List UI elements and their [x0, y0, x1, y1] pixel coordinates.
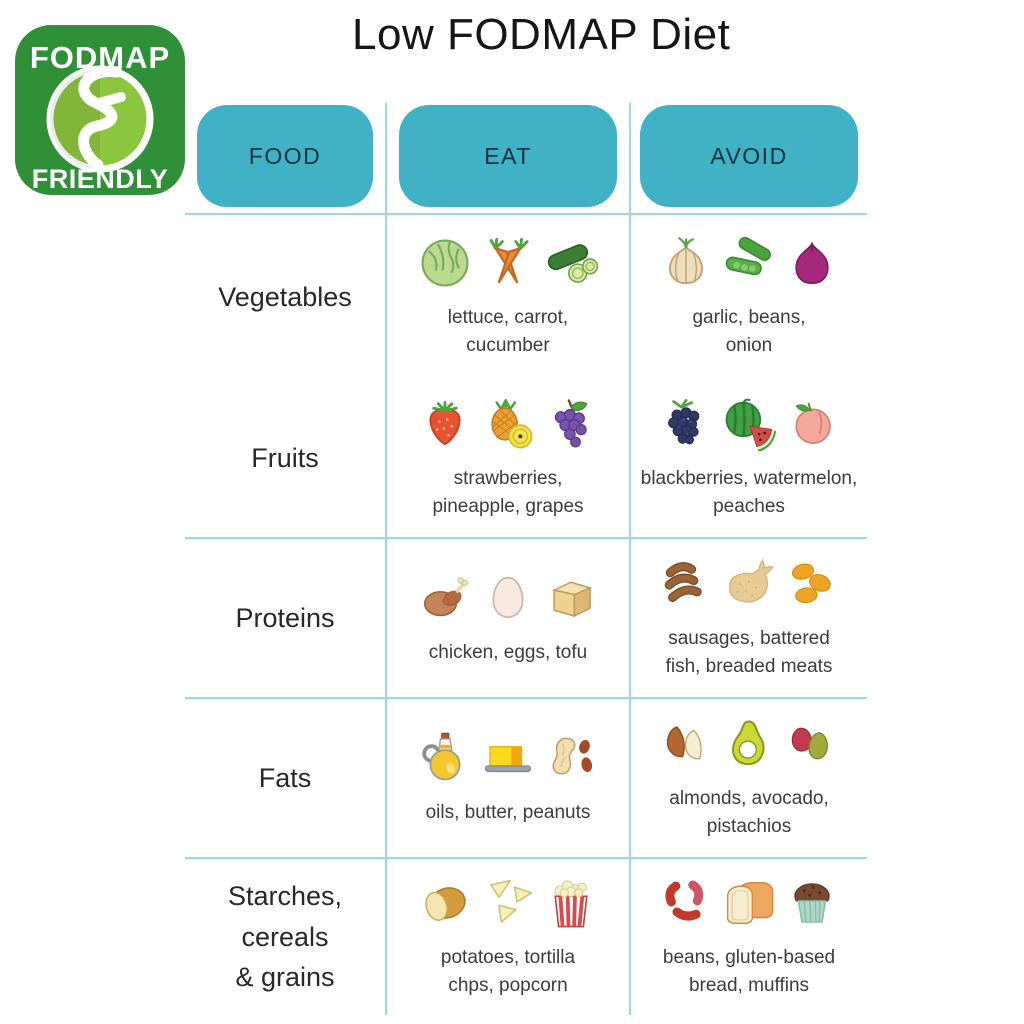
row-label-proteins: Proteins [235, 602, 335, 633]
proteins-eat-cell: chicken, eggs, tofu [385, 537, 629, 697]
eat-header-label: EAT [484, 142, 532, 169]
fruits-avoid-caption: blackberries, watermelon, peaches [640, 468, 858, 517]
logo-gut-squiggle [78, 66, 123, 171]
pineapple-icon [481, 397, 535, 451]
proteins-avoid-caption: sausages, battered fish, breaded meats [665, 627, 833, 677]
proteins-eat-icons [418, 570, 598, 626]
row-label-fats: Fats [258, 762, 312, 793]
row-starches-label-cell: Starches, cereals & grains [185, 857, 385, 1015]
diet-table: FOOD EAT AVOID Vegetables lettuce, carro… [185, 103, 867, 1015]
popcorn-icon [544, 876, 598, 930]
row-fats-label-cell: Fats [185, 697, 385, 857]
muffin-icon [785, 876, 839, 930]
almonds-icon [659, 717, 713, 771]
strawberry-icon [418, 397, 472, 451]
cucumber-icon [544, 236, 598, 290]
row-label-vegetables: Vegetables [218, 282, 352, 313]
oil-icon [418, 731, 472, 785]
starches-avoid-cell: beans, gluten-based bread, muffins [629, 857, 867, 1015]
food-header-pill: FOOD [197, 105, 373, 207]
fats-eat-caption: oils, butter, peanuts [425, 801, 591, 823]
header-cell-eat: EAT [385, 103, 629, 215]
header-cell-food: FOOD [185, 103, 385, 215]
lettuce-icon [418, 236, 472, 290]
onion-icon [785, 236, 839, 290]
fodmap-friendly-logo-graphic: FODMAP FRIENDLY [15, 25, 185, 195]
breaded-meats-icon [785, 557, 839, 611]
row-label-starches: Starches, cereals & grains [227, 881, 343, 993]
row-label-fruits: Fruits [251, 443, 319, 474]
page-title: Low FODMAP Diet [352, 10, 731, 59]
header-cell-avoid: AVOID [629, 103, 867, 215]
kidney-beans-icon [659, 876, 713, 930]
fats-eat-icons [418, 730, 598, 786]
vegetables-avoid-icons [659, 235, 839, 291]
chicken-icon [418, 571, 472, 625]
pistachios-icon [785, 717, 839, 771]
row-vegetables-label-cell: Vegetables [185, 215, 385, 380]
starches-avoid-caption: beans, gluten-based bread, muffins [662, 946, 836, 996]
proteins-avoid-cell: sausages, battered fish, breaded meats [629, 537, 867, 697]
avocado-icon [722, 717, 776, 771]
food-header-label: FOOD [248, 142, 322, 169]
battered-fish-icon [722, 557, 776, 611]
blackberry-icon [659, 397, 713, 451]
starches-avoid-icons [659, 875, 839, 931]
fruits-eat-caption: strawberries, pineapple, grapes [432, 468, 584, 517]
potato-icon [418, 876, 472, 930]
bread-icon [722, 876, 776, 930]
fruits-avoid-icons [659, 396, 839, 452]
egg-icon [481, 571, 535, 625]
avoid-header-pill: AVOID [640, 105, 858, 207]
fruits-eat-icons [418, 396, 598, 452]
vegetables-eat-icons [418, 235, 598, 291]
fats-avoid-icons [659, 716, 839, 772]
fats-eat-cell: oils, butter, peanuts [385, 697, 629, 857]
fodmap-friendly-logo: FODMAP FRIENDLY [14, 24, 186, 196]
proteins-eat-caption: chicken, eggs, tofu [428, 641, 588, 663]
row-proteins-label-cell: Proteins [185, 537, 385, 697]
grapes-icon [544, 397, 598, 451]
vegetables-avoid-cell: garlic, beans, onion [629, 215, 867, 380]
starches-eat-icons [418, 875, 598, 931]
row-fruits-label-cell: Fruits [185, 380, 385, 537]
avoid-header-label: AVOID [710, 142, 788, 169]
proteins-avoid-icons [659, 556, 839, 612]
fats-avoid-cell: almonds, avocado, pistachios [629, 697, 867, 857]
starches-eat-cell: potatoes, tortilla chps, popcorn [385, 857, 629, 1015]
fruits-eat-cell: strawberries, pineapple, grapes [385, 380, 629, 537]
fats-avoid-caption: almonds, avocado, pistachios [669, 787, 829, 837]
garlic-icon [659, 236, 713, 290]
sausages-icon [659, 557, 713, 611]
watermelon-icon [722, 397, 776, 451]
carrot-icon [481, 236, 535, 290]
vegetables-eat-cell: lettuce, carrot, cucumber [385, 215, 629, 380]
green-beans-icon [722, 236, 776, 290]
peach-icon [785, 397, 839, 451]
fruits-avoid-cell: blackberries, watermelon, peaches [629, 380, 867, 537]
vegetables-avoid-caption: garlic, beans, onion [692, 307, 806, 356]
tofu-icon [544, 571, 598, 625]
eat-header-pill: EAT [399, 105, 617, 207]
peanuts-icon [544, 731, 598, 785]
logo-friendly-text: FRIENDLY [32, 164, 169, 194]
tortilla-chips-icon [481, 876, 535, 930]
starches-eat-caption: potatoes, tortilla chps, popcorn [440, 946, 576, 996]
vegetables-eat-caption: lettuce, carrot, cucumber [447, 307, 569, 356]
butter-icon [481, 731, 535, 785]
